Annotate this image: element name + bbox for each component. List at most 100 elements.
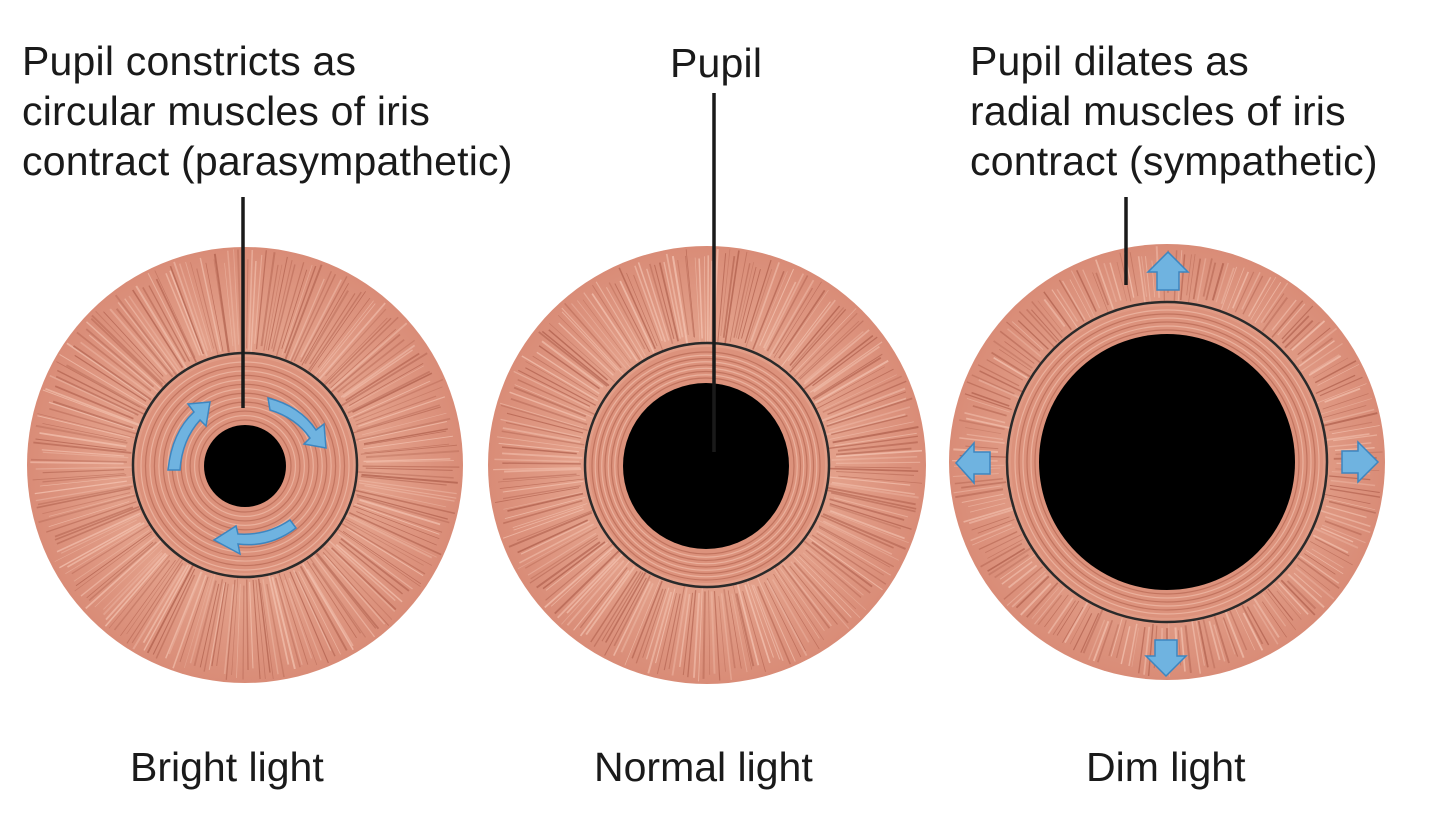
- muscle-ring: [140, 361, 350, 571]
- iris-fiber: [513, 506, 584, 531]
- iris-dim-light: [949, 197, 1385, 680]
- iris-fiber: [677, 260, 689, 335]
- iris-fiber: [837, 441, 918, 452]
- iris-fiber: [56, 512, 141, 553]
- iris-fiber: [254, 254, 263, 344]
- iris-fiber: [965, 417, 1011, 429]
- iris-fiber: [825, 413, 906, 436]
- iris-fiber: [132, 289, 184, 369]
- iris-fiber: [90, 318, 165, 388]
- iris-fiber: [826, 489, 917, 510]
- iris-fiber: [706, 255, 710, 342]
- iris-fiber: [978, 531, 1018, 551]
- iris-fiber: [1319, 509, 1371, 528]
- iris-fiber: [284, 265, 317, 354]
- iris-fiber: [830, 483, 919, 499]
- iris-fiber: [1222, 620, 1236, 655]
- iris-fiber: [115, 308, 174, 378]
- iris-fiber: [309, 291, 366, 373]
- iris-fiber: [605, 286, 646, 357]
- iris-fiber: [504, 496, 586, 520]
- iris-fiber: [185, 261, 213, 353]
- iris-fiber: [1006, 321, 1041, 352]
- iris-fiber: [1314, 527, 1359, 549]
- iris-fiber: [342, 339, 415, 394]
- iris-fiber: [500, 418, 583, 439]
- iris-fiber: [499, 478, 585, 489]
- iris-fiber: [713, 591, 721, 681]
- iris-fiber: [823, 374, 897, 410]
- iris-fiber: [751, 584, 781, 660]
- iris-fiber: [363, 430, 447, 446]
- iris-fiber: [1003, 566, 1044, 600]
- iris-fiber: [545, 543, 614, 601]
- iris-fiber: [74, 354, 147, 402]
- iris-fiber: [299, 565, 348, 651]
- iris-fiber: [529, 537, 598, 584]
- muscle-ring: [1034, 329, 1300, 595]
- iris-fiber: [340, 344, 416, 398]
- iris-fiber: [507, 492, 584, 512]
- iris-fiber: [1246, 606, 1270, 646]
- iris-fiber: [803, 545, 864, 596]
- muscle-ring: [594, 354, 818, 578]
- iris-fiber: [1242, 612, 1264, 651]
- iris-fiber: [977, 364, 1020, 387]
- iris-fiber: [54, 385, 134, 420]
- iris-fiber: [829, 498, 905, 521]
- iris-fiber: [313, 300, 374, 377]
- radial-fibers: [30, 249, 460, 680]
- iris-fiber: [1280, 579, 1316, 616]
- iris-fiber: [970, 523, 1012, 542]
- iris-fiber: [1222, 617, 1239, 657]
- muscle-ring: [1014, 309, 1320, 615]
- iris-fiber: [838, 475, 923, 484]
- iris-fiber: [309, 557, 367, 638]
- iris-fiber: [500, 404, 588, 432]
- iris-fiber: [1056, 289, 1079, 322]
- iris-fiber: [37, 415, 130, 439]
- iris-fiber: [356, 502, 443, 533]
- iris-fiber: [708, 590, 711, 675]
- iris-fiber: [830, 491, 916, 513]
- iris-fiber: [124, 298, 179, 373]
- iris-fiber: [1301, 342, 1343, 372]
- iris-fiber: [262, 579, 279, 675]
- iris-fiber: [1095, 272, 1109, 306]
- iris-fiber: [742, 590, 766, 672]
- iris-fiber: [829, 502, 912, 530]
- iris-fiber: [773, 281, 822, 358]
- iris-fiber: [814, 359, 889, 404]
- iris-fiber: [1224, 611, 1245, 659]
- iris-fiber: [816, 530, 891, 576]
- iris-fiber: [255, 579, 266, 679]
- iris-fiber: [281, 269, 308, 349]
- iris-fiber: [226, 250, 237, 352]
- arrow-right-icon: [1341, 440, 1380, 484]
- iris-fiber: [497, 436, 586, 450]
- iris-fiber: [964, 393, 1012, 411]
- iris-fiber: [360, 475, 447, 486]
- iris-fiber: [1315, 374, 1356, 394]
- iris-fiber: [299, 276, 348, 363]
- iris-fiber: [205, 262, 224, 352]
- iris-fiber: [343, 517, 432, 566]
- iris-fiber: [828, 435, 918, 450]
- iris-fiber: [265, 264, 283, 350]
- iris-fiber: [1234, 607, 1256, 651]
- iris-fiber: [1080, 613, 1100, 653]
- iris-fiber: [514, 384, 593, 418]
- iris-fiber: [781, 561, 832, 627]
- iris-fiber: [54, 519, 137, 562]
- iris-fiber: [208, 583, 225, 670]
- iris-fiber: [45, 388, 141, 426]
- iris-fiber: [103, 311, 164, 377]
- iris-fiber: [309, 293, 356, 365]
- iris-fiber: [1322, 393, 1369, 410]
- muscle-ring: [189, 410, 301, 522]
- iris-fiber: [503, 499, 583, 525]
- iris-fiber: [684, 255, 695, 338]
- iris-fiber: [48, 501, 130, 528]
- iris-fiber: [199, 257, 222, 352]
- iris-fiber: [356, 495, 450, 524]
